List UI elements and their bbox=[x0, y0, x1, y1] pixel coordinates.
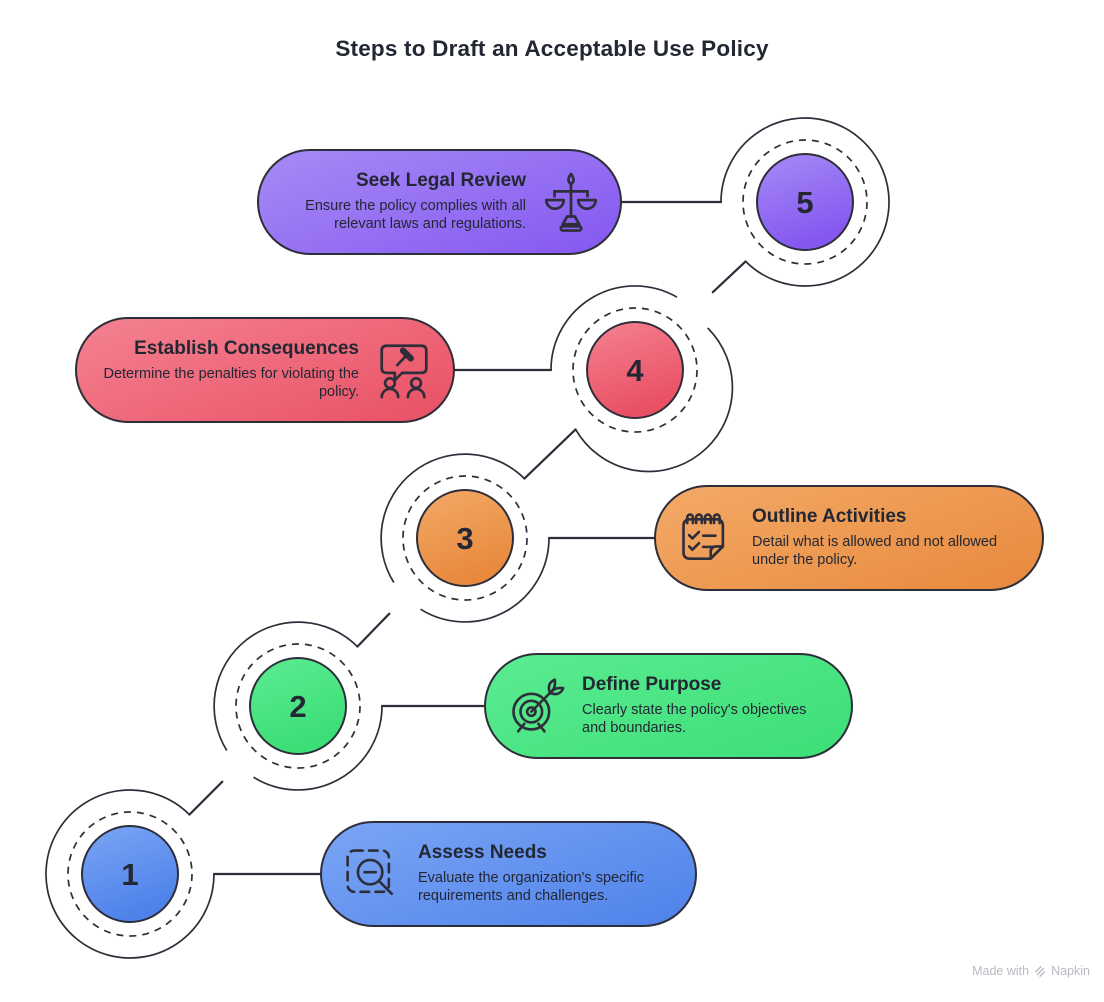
step-1-number: 1 bbox=[121, 857, 138, 892]
page-title: Steps to Draft an Acceptable Use Policy bbox=[335, 36, 769, 61]
step-3-number: 3 bbox=[456, 521, 473, 556]
magnifier-selection-icon bbox=[342, 844, 402, 904]
step-4-number: 4 bbox=[626, 353, 644, 388]
step-2-card: Define Purpose Clearly state the policy'… bbox=[484, 653, 853, 759]
watermark: Made with Napkin bbox=[972, 964, 1090, 978]
step-5-title: Seek Legal Review bbox=[355, 169, 526, 191]
step-4-description: Determine the penalties for violating th… bbox=[103, 365, 359, 400]
step-2-description: Clearly state the policy's objectives an… bbox=[582, 701, 807, 736]
connectors bbox=[188, 200, 747, 876]
step-5-number: 5 bbox=[796, 185, 813, 220]
checklist-notepad-icon bbox=[676, 508, 736, 568]
diagonal-4-3 bbox=[523, 428, 577, 480]
step-3-description: Detail what is allowed and not allowed u… bbox=[752, 533, 998, 568]
justice-scales-icon bbox=[540, 171, 602, 233]
gavel-discussion-icon bbox=[373, 339, 435, 401]
step-5-card: Seek Legal Review Ensure the policy comp… bbox=[257, 149, 622, 255]
step-4-card: Establish Consequences Determine the pen… bbox=[75, 317, 455, 423]
step-1-description: Evaluate the organization's specific req… bbox=[418, 869, 645, 904]
target-dart-icon bbox=[506, 676, 566, 736]
step-5-circle: 5 bbox=[720, 117, 890, 287]
step-3-title: Outline Activities bbox=[752, 505, 907, 527]
diagonal-2-1 bbox=[188, 780, 224, 816]
step-3-circle: 3 bbox=[380, 453, 550, 623]
step-4-title: Establish Consequences bbox=[134, 337, 359, 359]
step-4-circle: 4 bbox=[550, 285, 734, 473]
step-1-title: Assess Needs bbox=[418, 841, 547, 863]
step-2-number: 2 bbox=[289, 689, 306, 724]
step-3-card: Outline Activities Detail what is allowe… bbox=[654, 485, 1044, 591]
watermark-made-with: Made with bbox=[972, 964, 1030, 978]
step-1-circle: 1 bbox=[45, 789, 215, 959]
diagonal-3-2 bbox=[356, 612, 391, 648]
step-1-card: Assess Needs Evaluate the organization's… bbox=[320, 821, 697, 927]
watermark-brand: Napkin bbox=[1051, 964, 1090, 978]
napkin-logo-icon bbox=[1035, 965, 1046, 977]
step-2-title: Define Purpose bbox=[582, 673, 722, 695]
diagonal-5-4 bbox=[711, 260, 747, 294]
step-5-description: Ensure the policy complies with all rele… bbox=[305, 197, 526, 232]
step-2-circle: 2 bbox=[213, 621, 383, 791]
